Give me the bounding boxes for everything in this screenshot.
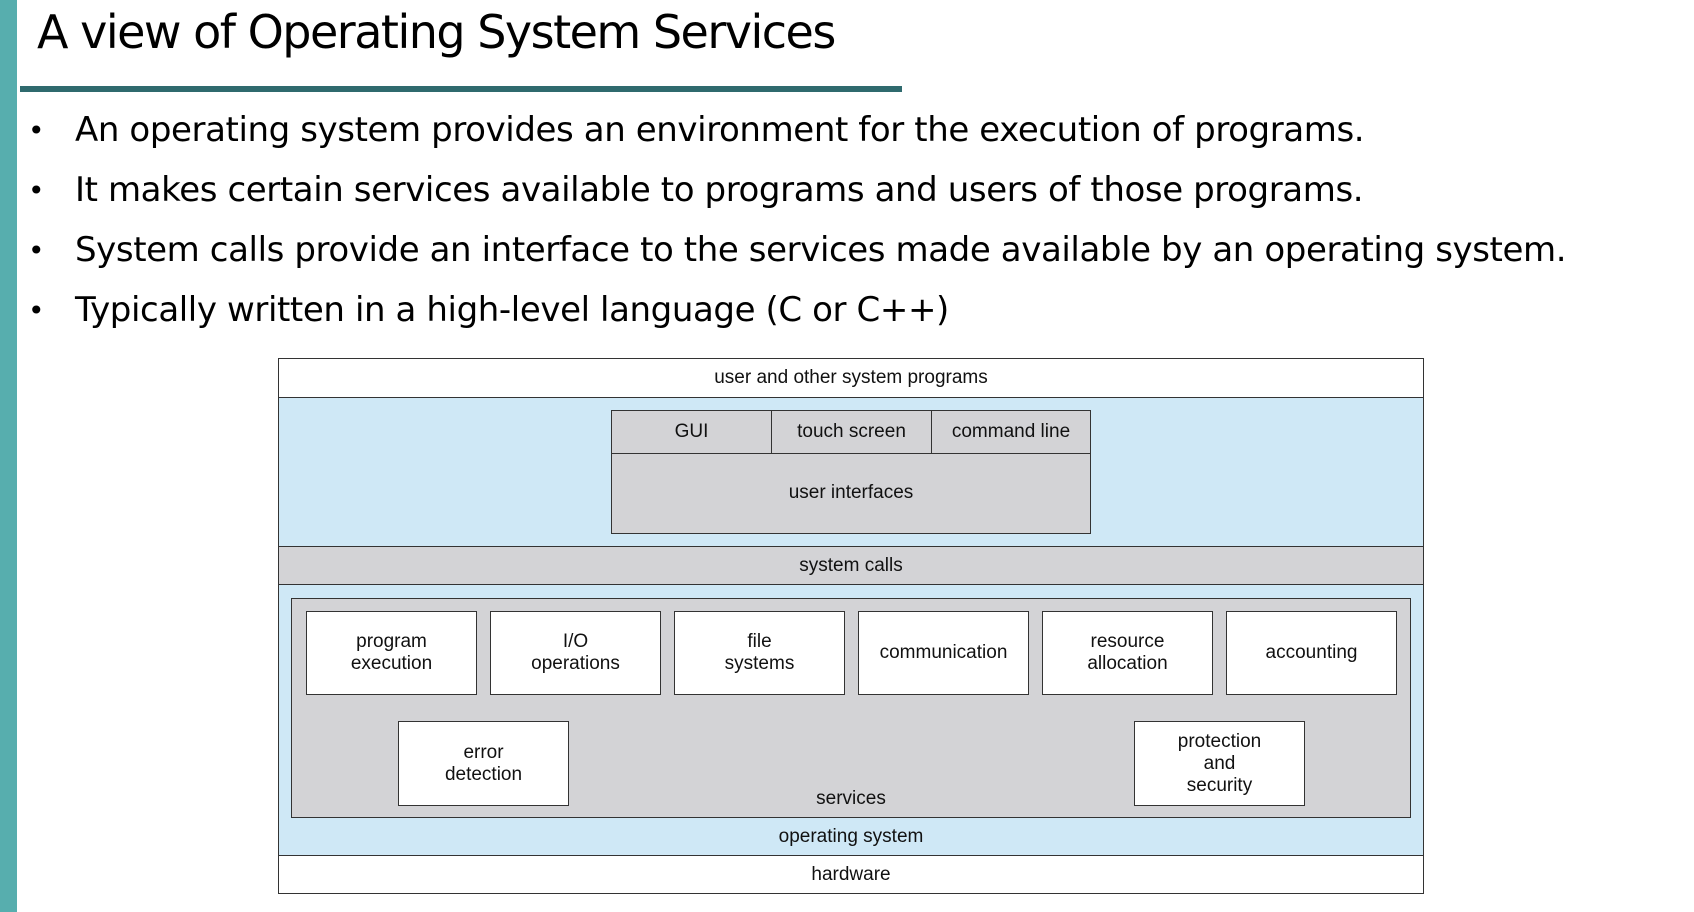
bullet-dot: • [28, 234, 45, 267]
bullet-item: • It makes certain services available to… [0, 164, 1694, 224]
service-protection-security: protection and security [1134, 721, 1305, 806]
service-resource-allocation: resource allocation [1042, 611, 1213, 695]
service-program-execution: program execution [306, 611, 477, 695]
bullet-dot: • [28, 114, 45, 147]
ui-gui: GUI [611, 410, 772, 454]
service-error-detection: error detection [398, 721, 569, 806]
services-label: services [816, 788, 886, 809]
hardware-layer: hardware [278, 855, 1424, 894]
slide-title: A view of Operating System Services [37, 5, 836, 59]
bullet-item: • Typically written in a high-level lang… [0, 284, 1694, 344]
ui-command-line: command line [931, 410, 1091, 454]
title-underline [20, 86, 902, 92]
user-programs-layer: user and other system programs [278, 358, 1424, 398]
service-communication: communication [858, 611, 1029, 695]
bullet-text: It makes certain services available to p… [75, 170, 1364, 210]
operating-system-label: operating system [778, 826, 924, 847]
service-io-operations: I/O operations [490, 611, 661, 695]
bullet-item: • An operating system provides an enviro… [0, 104, 1694, 164]
bullet-dot: • [28, 174, 45, 207]
service-file-systems: file systems [674, 611, 845, 695]
accent-side-bar [0, 0, 17, 912]
user-interfaces-label: user interfaces [788, 482, 914, 503]
bullet-text: An operating system provides an environm… [75, 110, 1365, 150]
os-services-diagram: user and other system programs GUI touch… [278, 358, 1424, 894]
bullet-text: Typically written in a high-level langua… [75, 290, 949, 330]
system-calls-layer: system calls [278, 546, 1424, 585]
ui-touch-screen: touch screen [771, 410, 932, 454]
bullet-dot: • [28, 294, 45, 327]
bullet-item: • System calls provide an interface to t… [0, 224, 1694, 284]
bullet-text: System calls provide an interface to the… [75, 230, 1567, 270]
service-accounting: accounting [1226, 611, 1397, 695]
